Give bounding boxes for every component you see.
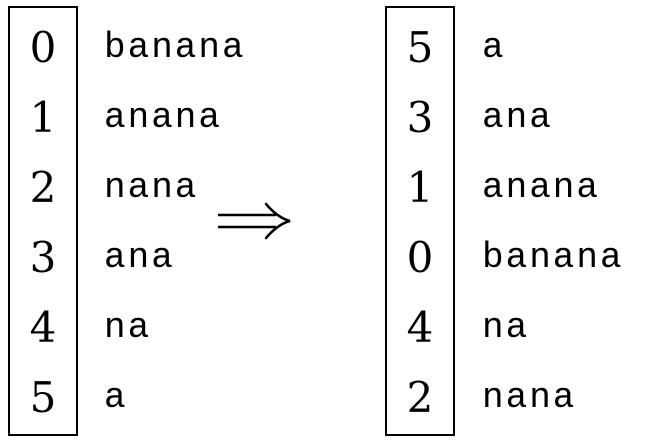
suffix-text: anana xyxy=(104,97,223,138)
suffix-text: na xyxy=(482,307,530,348)
suffix-row: 0 banana xyxy=(380,223,651,293)
suffix-text: banana xyxy=(482,237,624,278)
suffix-index: 4 xyxy=(29,303,57,352)
suffix-index: 2 xyxy=(406,373,434,422)
suffix-row: 3 ana xyxy=(380,83,651,153)
suffix-row: 2 nana xyxy=(380,363,651,433)
suffix-index: 0 xyxy=(406,233,434,282)
index-column-box xyxy=(8,6,78,436)
suffix-text: ana xyxy=(104,237,175,278)
suffix-text: na xyxy=(104,307,152,348)
suffix-text: a xyxy=(104,377,128,418)
implies-arrow-icon xyxy=(218,202,291,240)
suffix-text: banana xyxy=(104,27,246,68)
suffix-row: 3 ana xyxy=(0,223,300,293)
suffix-text: nana xyxy=(104,167,199,208)
unsorted-suffix-table: 0 banana 1 anana 2 nana 3 ana 4 na 5 a xyxy=(0,0,300,442)
suffix-text: a xyxy=(482,27,506,68)
suffix-index: 3 xyxy=(406,93,434,142)
suffix-row: 0 banana xyxy=(0,13,300,83)
suffix-index: 0 xyxy=(29,23,57,72)
suffix-index: 2 xyxy=(29,163,57,212)
index-column-box xyxy=(385,6,455,436)
suffix-index: 5 xyxy=(29,373,57,422)
suffix-index: 1 xyxy=(406,163,434,212)
suffix-row: 1 anana xyxy=(380,153,651,223)
suffix-row: 1 anana xyxy=(0,83,300,153)
suffix-text: anana xyxy=(482,167,601,208)
suffix-text: ana xyxy=(482,97,553,138)
suffix-text: nana xyxy=(482,377,577,418)
suffix-index: 5 xyxy=(406,23,434,72)
suffix-row: 5 a xyxy=(380,13,651,83)
suffix-row: 4 na xyxy=(0,293,300,363)
suffix-row: 4 na xyxy=(380,293,651,363)
suffix-row: 5 a xyxy=(0,363,300,433)
suffix-index: 1 xyxy=(29,93,57,142)
sorted-suffix-table: 5 a 3 ana 1 anana 0 banana 4 na 2 nana xyxy=(380,0,651,442)
suffix-index: 4 xyxy=(406,303,434,352)
suffix-row: 2 nana xyxy=(0,153,300,223)
suffix-index: 3 xyxy=(29,233,57,282)
